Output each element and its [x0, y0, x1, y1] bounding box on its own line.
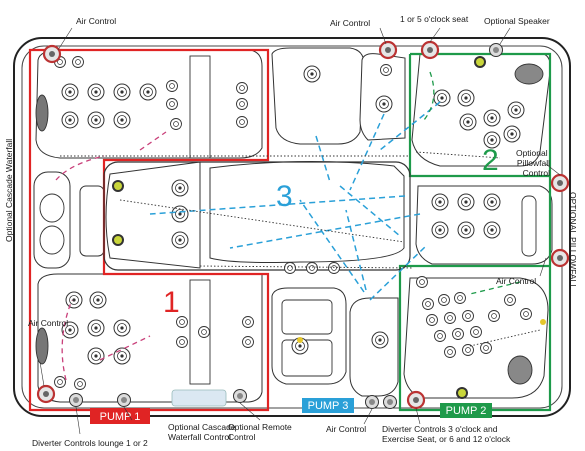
remote-control-panel — [171, 389, 227, 407]
svg-text:PUMP 2: PUMP 2 — [446, 405, 487, 417]
label-cascade-control: Optional Cascade Waterfall Control — [168, 422, 238, 442]
plumbing-dots — [60, 151, 541, 347]
pump-1-badge: PUMP 1 — [90, 408, 150, 424]
label-air-control-bottom-mid: Air Control — [326, 424, 366, 434]
label-diverter-lounge: Diverter Controls lounge 1 or 2 — [32, 438, 148, 448]
svg-text:PUMP 1: PUMP 1 — [100, 411, 141, 423]
label-cascade-waterfall-side: Optional Cascade Waterfall — [4, 139, 14, 242]
svg-text:PUMP 3: PUMP 3 — [308, 400, 349, 412]
label-seat-1-5: 1 or 5 o'clock seat — [400, 14, 469, 24]
pump-2-badge: PUMP 2 — [440, 403, 492, 418]
label-air-control-top-left: Air Control — [76, 16, 116, 26]
label-air-control-right: Air Control — [496, 276, 536, 286]
label-optional-pillowfall-side: OPTIONAL PILLOWFALL — [568, 192, 578, 289]
flow-arrows-zone-1 — [55, 131, 167, 381]
label-air-control-bottom-left: Air Control — [28, 318, 68, 328]
seat-details — [35, 55, 544, 385]
label-air-control-top-mid: Air Control — [330, 18, 370, 28]
pump-3-badge: PUMP 3 — [302, 398, 354, 413]
label-diverter-clock: Diverter Controls 3 o'clock and Exercise… — [382, 424, 511, 444]
label-optional-speaker: Optional Speaker — [484, 16, 550, 26]
label-remote-control: Optional Remote Control — [228, 422, 294, 442]
zone-2-number: 2 — [482, 144, 499, 177]
underwater-lights — [112, 56, 546, 399]
leader-lines — [39, 27, 561, 435]
zone-3-number: 3 — [276, 180, 293, 213]
flow-arrows-zone-2 — [423, 71, 521, 295]
zone-1-number: 1 — [163, 286, 180, 319]
